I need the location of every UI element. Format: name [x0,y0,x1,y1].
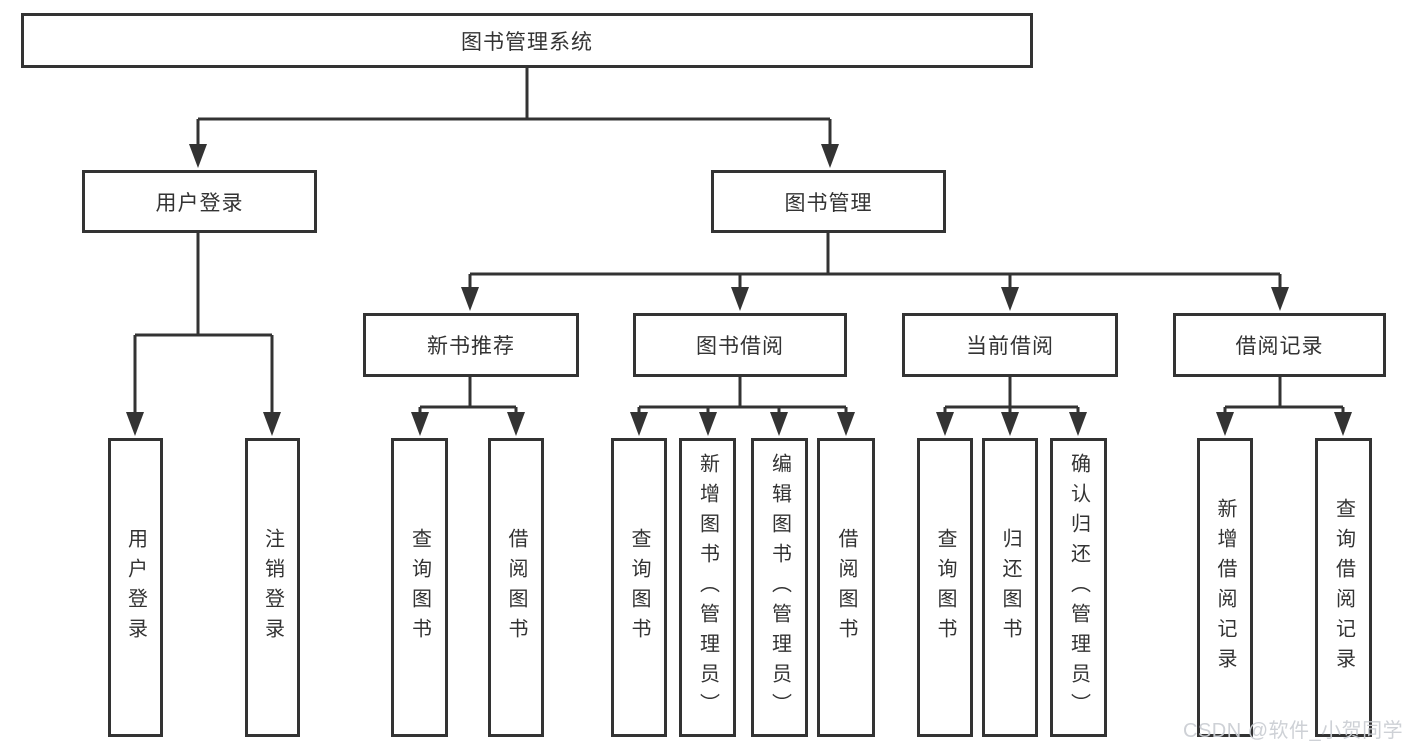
node-label: 借阅记录 [1235,335,1324,358]
arrowhead-borrow [731,287,749,311]
arrowhead-d1 [936,412,954,436]
leaf-borrow-query-book: 查询图书 [611,438,667,737]
leaf-borrow-edit-book-admin: 编辑图书（管理员） [751,438,808,737]
node-label: 图书管理 [784,191,873,215]
arrowhead-user-login [189,144,207,168]
arrowhead-b1 [411,412,429,436]
node-label: 借阅图书 [505,527,527,648]
leaf-borrow-borrow-book: 借阅图书 [817,438,875,737]
node-user-login: 用户登录 [82,170,317,233]
arrowhead-c4 [837,412,855,436]
node-label: 注销登录 [261,527,284,648]
node-book-borrowing: 图书借阅 [633,313,847,377]
node-new-book-recommendation: 新书推荐 [363,313,579,377]
node-book-management: 图书管理 [711,170,946,233]
arrowhead-b2 [507,412,525,436]
node-label: 图书管理系统 [461,30,593,54]
node-label: 查询借阅记录 [1332,497,1355,678]
node-label: 归还图书 [999,527,1021,648]
arrowhead-c1 [630,412,648,436]
leaf-records-query-record: 查询借阅记录 [1315,438,1372,737]
arrowhead-records [1271,287,1289,311]
arrowhead-d3 [1069,412,1087,436]
arrowhead-e2 [1334,412,1352,436]
leaf-logout: 注销登录 [245,438,300,737]
leaf-current-return-book: 归还图书 [982,438,1038,737]
leaf-user-login: 用户登录 [108,438,163,737]
leaf-recommend-borrow-book: 借阅图书 [488,438,544,737]
leaf-current-query-book: 查询图书 [917,438,973,737]
node-label: 新增借阅记录 [1214,497,1236,678]
arrowhead-current [1001,287,1019,311]
node-label: 查询图书 [628,527,650,648]
node-label: 编辑图书（管理员） [768,452,791,723]
node-label: 用户登录 [124,527,147,648]
arrowhead-recommend [461,287,479,311]
node-library-management-system: 图书管理系统 [21,13,1033,68]
arrowhead-a1 [126,412,144,436]
node-current-borrowing: 当前借阅 [902,313,1118,377]
leaf-current-confirm-return-admin: 确认归还（管理员） [1050,438,1107,737]
arrowhead-c3 [770,412,788,436]
node-label: 借阅图书 [835,527,857,648]
node-borrowing-records: 借阅记录 [1173,313,1386,377]
node-label: 图书借阅 [696,335,784,358]
leaf-records-add-record: 新增借阅记录 [1197,438,1253,737]
node-label: 查询图书 [408,527,431,648]
arrowhead-c2 [699,412,717,436]
node-label: 用户登录 [155,191,244,215]
arrowhead-e1 [1216,412,1234,436]
node-label: 当前借阅 [966,335,1054,358]
leaf-borrow-add-book-admin: 新增图书（管理员） [679,438,736,737]
node-label: 新书推荐 [427,335,515,358]
leaf-recommend-query-book: 查询图书 [391,438,448,737]
node-label: 新增图书（管理员） [696,452,719,723]
arrowhead-book-mgmt [821,144,839,168]
arrowheads [126,144,1352,436]
node-label: 确认归还（管理员） [1067,452,1090,723]
arrowhead-d2 [1001,412,1019,436]
arrowhead-a2 [263,412,281,436]
node-label: 查询图书 [934,527,956,648]
csdn-watermark: CSDN @软件_小贺同学 [1183,720,1404,742]
